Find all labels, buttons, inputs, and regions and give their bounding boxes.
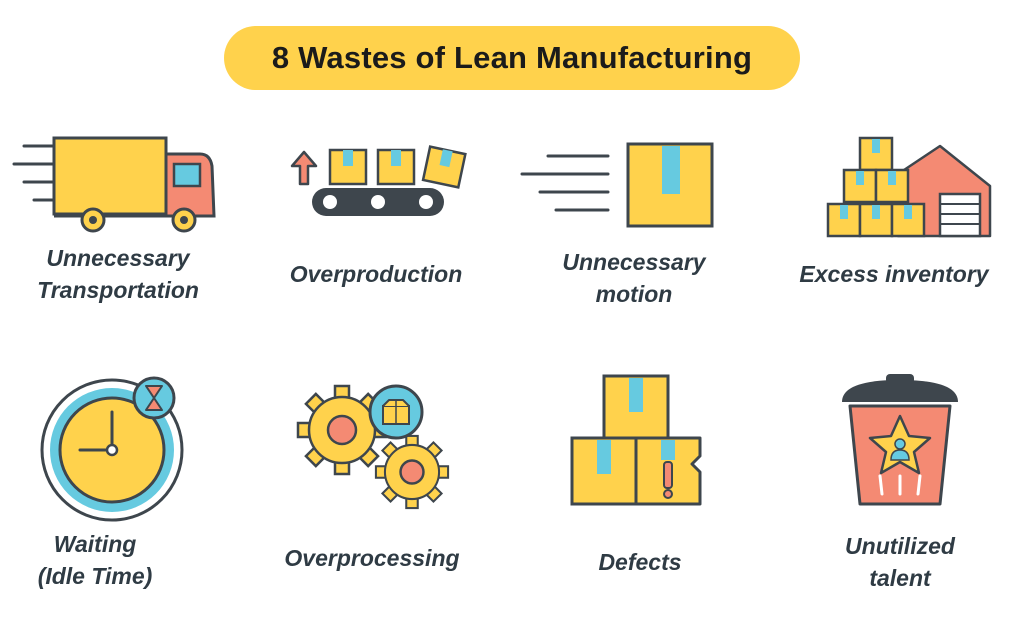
moving-box-icon [520,142,714,228]
gears-icon [294,380,464,510]
waste-label-talent: Unutilized talent [845,533,955,591]
waste-label-defects: Defects [598,549,682,575]
waste-label-transportation: Unnecessary Transportation [37,245,199,303]
clock-hourglass-icon [40,376,184,522]
conveyor-belt-icon [290,145,467,216]
waste-label-waiting: Waiting (Idle Time) [37,531,153,589]
warehouse-boxes-icon [826,136,992,238]
trash-star-icon [842,374,958,506]
waste-label-overproduction: Overproduction [289,261,463,287]
truck-icon [12,136,216,233]
page-title: 8 Wastes of Lean Manufacturing [271,40,753,75]
waste-label-motion: Unnecessary motion [562,249,706,307]
damaged-boxes-icon [570,374,702,506]
title-banner: 8 Wastes of Lean Manufacturing [224,26,800,90]
waste-label-overprocessing: Overprocessing [284,545,460,571]
waste-label-inventory: Excess inventory [799,261,989,287]
